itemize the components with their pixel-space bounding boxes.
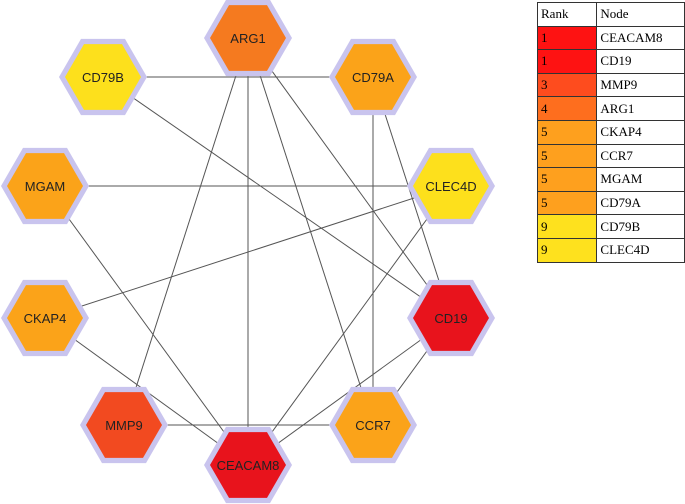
rank-cell: 5 xyxy=(536,119,598,145)
rank-cell: 5 xyxy=(536,190,598,216)
edge-cd79b-cd19 xyxy=(102,76,452,319)
node-hexagon xyxy=(210,432,286,498)
node-hexagon xyxy=(7,285,83,351)
rank-table-header-row: Rank Node xyxy=(536,2,685,27)
table-row: 5 MGAM xyxy=(536,167,685,192)
rank-table: Rank Node 1 CEACAM8 1 CD19 3 MMP9 4 ARG1… xyxy=(536,2,685,263)
table-row: 9 CD79B xyxy=(536,214,685,239)
rank-cell: 9 xyxy=(536,214,598,239)
node-label: CKAP4 xyxy=(24,311,67,326)
node-hexagon xyxy=(413,153,489,219)
node-hexagon xyxy=(335,392,411,458)
node-cell: ARG1 xyxy=(596,96,685,121)
rank-cell: 3 xyxy=(536,72,598,98)
node-cell: MGAM xyxy=(596,167,685,192)
node-label: CCR7 xyxy=(355,418,390,433)
edge-clec4d-ceacam8 xyxy=(247,185,452,466)
table-row: 4 ARG1 xyxy=(536,96,685,121)
node-mmp9[interactable]: MMP9 xyxy=(80,386,168,464)
node-ceacam8[interactable]: CEACAM8 xyxy=(204,426,292,504)
rank-cell: 5 xyxy=(536,143,598,169)
node-mgam[interactable]: MGAM xyxy=(1,147,89,225)
edge-mmp9-arg1 xyxy=(123,37,249,426)
rank-cell: 1 xyxy=(536,25,598,51)
node-cd79a[interactable]: CD79A xyxy=(329,38,417,116)
node-cell: MMP9 xyxy=(596,72,685,98)
rank-cell: 1 xyxy=(536,49,598,74)
node-label: MMP9 xyxy=(105,418,143,433)
node-label: CEACAM8 xyxy=(217,458,280,473)
node-hexagon xyxy=(210,5,286,71)
node-hexagon xyxy=(65,44,141,110)
node-hexagon xyxy=(7,153,83,219)
rank-cell: 4 xyxy=(536,96,598,121)
node-arg1[interactable]: ARG1 xyxy=(204,0,292,77)
node-hexagon xyxy=(86,392,162,458)
node-label: ARG1 xyxy=(230,31,265,46)
table-row: 5 CCR7 xyxy=(536,143,685,169)
table-row: 3 MMP9 xyxy=(536,72,685,98)
node-cell: CCR7 xyxy=(596,143,685,169)
node-cd79b[interactable]: CD79B xyxy=(59,38,147,116)
rank-cell: 5 xyxy=(536,167,598,192)
table-row: 9 CLEC4D xyxy=(536,237,685,263)
edge-arg1-cd19 xyxy=(247,37,452,319)
rank-cell: 9 xyxy=(536,237,598,263)
edge-mgam-ceacam8 xyxy=(44,185,249,466)
table-row: 1 CEACAM8 xyxy=(536,25,685,51)
node-label: CD79A xyxy=(352,70,394,85)
rank-header: Rank xyxy=(536,2,598,27)
node-label: CD79B xyxy=(82,70,124,85)
table-row: 5 CKAP4 xyxy=(536,119,685,145)
node-cd19[interactable]: CD19 xyxy=(407,279,495,357)
node-ccr7[interactable]: CCR7 xyxy=(329,386,417,464)
table-row: 1 CD19 xyxy=(536,49,685,74)
node-cell: CD79B xyxy=(596,214,685,239)
edge-cd79a-cd19 xyxy=(372,76,452,319)
node-hexagon xyxy=(413,285,489,351)
node-cell: CD19 xyxy=(596,49,685,74)
node-cell: CD79A xyxy=(596,190,685,216)
node-cell: CLEC4D xyxy=(596,237,685,263)
node-ckap4[interactable]: CKAP4 xyxy=(1,279,89,357)
node-cell: CKAP4 xyxy=(596,119,685,145)
table-row: 5 CD79A xyxy=(536,190,685,216)
node-hexagon xyxy=(335,44,411,110)
node-label: CLEC4D xyxy=(425,179,476,194)
node-label: CD19 xyxy=(434,311,467,326)
node-header: Node xyxy=(596,2,685,27)
node-cell: CEACAM8 xyxy=(596,25,685,51)
node-label: MGAM xyxy=(25,179,65,194)
edge-arg1-ccr7 xyxy=(247,37,374,426)
node-clec4d[interactable]: CLEC4D xyxy=(407,147,495,225)
